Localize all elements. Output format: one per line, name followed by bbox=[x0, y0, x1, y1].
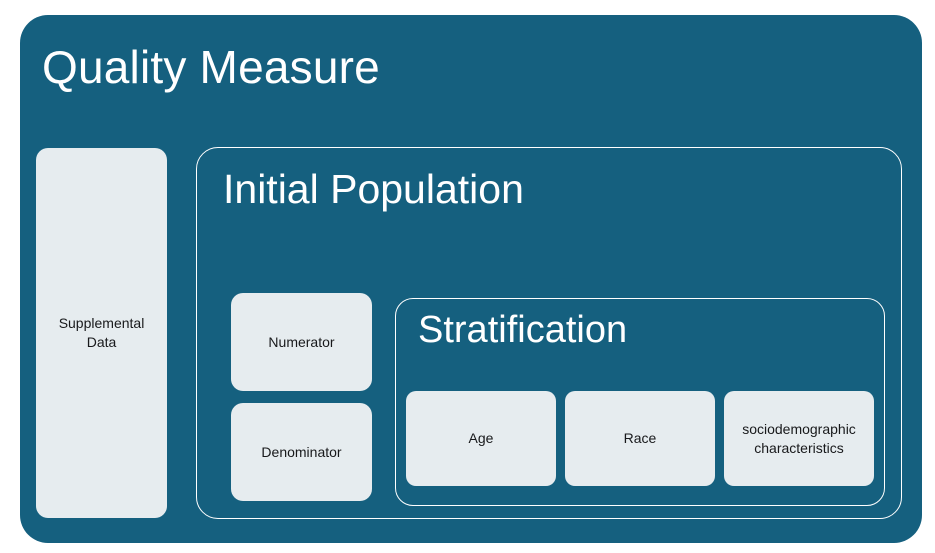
stratification-label-sociodemographic-characteristics: sociodemographic characteristics bbox=[742, 420, 856, 456]
quality-measure-title: Quality Measure bbox=[42, 41, 380, 93]
numerator-label: Numerator bbox=[268, 333, 335, 350]
quality-measure-container: Quality Measure Supplemental Data Initia… bbox=[20, 15, 922, 543]
initial-population-title: Initial Population bbox=[223, 166, 524, 212]
numerator-box: Numerator bbox=[231, 293, 372, 391]
stratification-items-row: Age Race sociodemographic characteristic… bbox=[406, 391, 874, 486]
stratification-label-race: Race bbox=[623, 430, 657, 447]
stratification-container: Stratification Age Race sociodemographic… bbox=[395, 298, 885, 506]
denominator-label: Denominator bbox=[261, 443, 342, 460]
supplemental-data-box: Supplemental Data bbox=[36, 148, 167, 518]
denominator-box: Denominator bbox=[231, 403, 372, 501]
initial-population-container: Initial Population Numerator Denominator… bbox=[196, 147, 902, 519]
stratification-box-age: Age bbox=[406, 391, 556, 486]
stratification-title: Stratification bbox=[418, 309, 628, 351]
stratification-box-race: Race bbox=[565, 391, 715, 486]
stratification-box-sociodemographic-characteristics: sociodemographic characteristics bbox=[724, 391, 874, 486]
stratification-label-age: Age bbox=[468, 430, 494, 447]
measure-components-column: Numerator Denominator bbox=[231, 293, 372, 501]
supplemental-data-label: Supplemental Data bbox=[58, 315, 145, 350]
